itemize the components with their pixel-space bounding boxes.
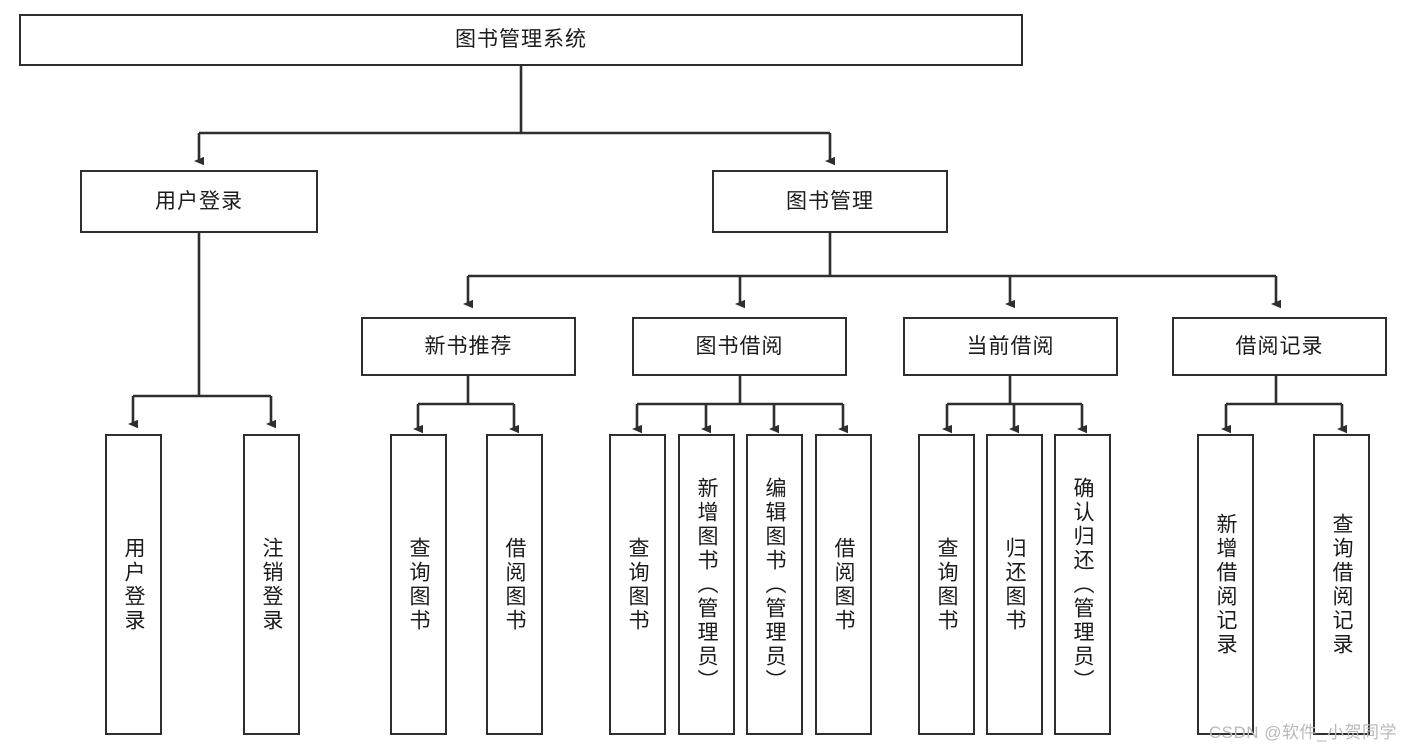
node-leaf-borrow-book-1-label: 借阅图书	[503, 536, 526, 633]
node-leaf-user-login-label: 用户登录	[122, 536, 145, 633]
node-current-borrow[interactable]: 当前借阅	[903, 317, 1118, 376]
node-leaf-confirm-return-label: 确认归还（管理员）	[1071, 476, 1094, 693]
node-leaf-edit-book[interactable]: 编辑图书（管理员）	[746, 434, 803, 735]
node-book-borrow[interactable]: 图书借阅	[632, 317, 847, 376]
node-borrow-record[interactable]: 借阅记录	[1172, 317, 1387, 376]
node-leaf-return-book-label: 归还图书	[1003, 536, 1026, 633]
node-leaf-query-book-3[interactable]: 查询图书	[918, 434, 975, 735]
node-root-label: 图书管理系统	[455, 28, 587, 52]
node-leaf-add-record-label: 新增借阅记录	[1214, 512, 1237, 657]
node-borrow-record-label: 借阅记录	[1235, 334, 1324, 358]
node-leaf-query-book-2[interactable]: 查询图书	[609, 434, 666, 735]
node-leaf-add-record[interactable]: 新增借阅记录	[1197, 434, 1254, 735]
node-current-borrow-label: 当前借阅	[966, 334, 1055, 358]
node-leaf-confirm-return[interactable]: 确认归还（管理员）	[1054, 434, 1111, 735]
node-leaf-edit-book-label: 编辑图书（管理员）	[763, 476, 786, 693]
node-new-book-recommend[interactable]: 新书推荐	[361, 317, 576, 376]
node-leaf-return-book[interactable]: 归还图书	[986, 434, 1043, 735]
node-new-book-recommend-label: 新书推荐	[424, 334, 513, 358]
node-leaf-query-book-1-label: 查询图书	[407, 536, 430, 633]
node-book-management-label: 图书管理	[786, 189, 874, 213]
node-leaf-user-logout[interactable]: 注销登录	[243, 434, 300, 735]
node-root[interactable]: 图书管理系统	[19, 14, 1023, 66]
node-leaf-query-record[interactable]: 查询借阅记录	[1313, 434, 1370, 735]
node-leaf-user-logout-label: 注销登录	[260, 536, 283, 633]
node-leaf-query-book-2-label: 查询图书	[626, 536, 649, 633]
node-leaf-user-login[interactable]: 用户登录	[105, 434, 162, 735]
node-leaf-borrow-book-2[interactable]: 借阅图书	[815, 434, 872, 735]
node-leaf-query-book-3-label: 查询图书	[935, 536, 958, 633]
node-book-borrow-label: 图书借阅	[695, 334, 784, 358]
csdn-watermark: CSDN @软件_小贺同学	[1208, 723, 1397, 742]
node-book-management[interactable]: 图书管理	[712, 170, 948, 233]
node-leaf-add-book-label: 新增图书（管理员）	[695, 476, 718, 693]
node-leaf-query-book-1[interactable]: 查询图书	[390, 434, 447, 735]
node-user-login[interactable]: 用户登录	[80, 170, 318, 233]
node-leaf-borrow-book-1[interactable]: 借阅图书	[486, 434, 543, 735]
node-leaf-query-record-label: 查询借阅记录	[1330, 512, 1353, 657]
node-leaf-add-book[interactable]: 新增图书（管理员）	[678, 434, 735, 735]
node-leaf-borrow-book-2-label: 借阅图书	[832, 536, 855, 633]
node-user-login-label: 用户登录	[155, 189, 243, 213]
